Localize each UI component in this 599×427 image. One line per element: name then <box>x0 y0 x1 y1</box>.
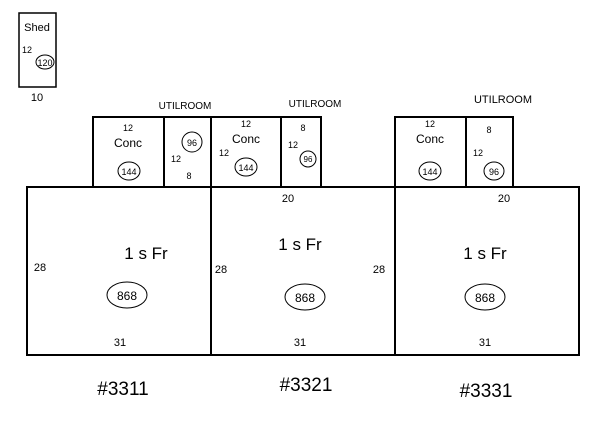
unit-top-dim: 20 <box>498 193 510 205</box>
util-bottom-dim: 8 <box>186 171 191 181</box>
conc-label: Conc <box>416 132 444 146</box>
unit-bottom-dim: 31 <box>114 337 126 349</box>
conc-area: 144 <box>422 167 437 177</box>
main-building <box>26 186 580 356</box>
util-area: 96 <box>489 167 499 177</box>
unit-area: 868 <box>117 289 137 303</box>
conc-area-oval <box>117 161 141 181</box>
conc-top-dim: 12 <box>425 119 435 129</box>
unit-top-dim: 20 <box>282 193 294 205</box>
unit-main-label: 1 s Fr <box>278 235 322 254</box>
unit-main-label: 1 s Fr <box>463 244 507 263</box>
util-label: UTILROOM <box>289 99 342 110</box>
conc-top-dim: 12 <box>123 123 133 133</box>
unit-left-dim: 28 <box>373 264 385 276</box>
unit-left-dim: 28 <box>34 262 46 274</box>
shed-label: Shed <box>24 22 50 34</box>
shed-area: 120 <box>37 58 52 68</box>
unit-id: #3331 <box>460 381 513 402</box>
shed-outline <box>18 12 57 88</box>
unit-id: #3321 <box>280 375 333 396</box>
main-building-outline <box>26 186 580 356</box>
unit-area-oval <box>106 281 148 309</box>
util-side-dim: 12 <box>288 140 298 150</box>
shed: Shed 12 120 10 <box>18 12 57 104</box>
unit-left-dim: 28 <box>215 264 227 276</box>
conc-area: 144 <box>121 167 136 177</box>
util-room <box>280 116 322 188</box>
shed-side-dim: 12 <box>22 45 32 55</box>
unit-3331: 1 s Fr 868 28 20 31 12 Conc 144 UTILROOM… <box>373 94 532 402</box>
util-area-oval <box>181 131 203 153</box>
unit-area: 868 <box>295 291 315 305</box>
unit-bottom-dim: 31 <box>294 337 306 349</box>
unit-id: #3311 <box>97 379 148 400</box>
util-area: 96 <box>304 155 313 164</box>
conc-area: 144 <box>238 163 253 173</box>
unit-main-label: 1 s Fr <box>124 244 168 263</box>
conc-top-dim: 12 <box>241 119 251 129</box>
unit-area: 868 <box>475 291 495 305</box>
util-area-oval <box>299 150 317 168</box>
conc-label: Conc <box>114 136 142 150</box>
conc-area-oval <box>234 157 258 177</box>
util-area-oval <box>483 161 505 181</box>
util-label: UTILROOM <box>474 94 532 106</box>
util-side-dim: 12 <box>171 154 181 164</box>
unit-area-oval <box>284 283 326 311</box>
shed-area-oval <box>35 54 55 70</box>
unit-area-oval <box>464 283 506 311</box>
util-label: UTILROOM <box>159 101 212 112</box>
unit-3321: 1 s Fr 868 28 20 31 12 Conc 12 144 UTILR… <box>210 99 342 396</box>
conc-area-oval <box>418 161 442 181</box>
util-area: 96 <box>187 138 197 148</box>
util-top-dim: 8 <box>300 123 305 133</box>
unit-bottom-dim: 31 <box>479 337 491 349</box>
conc-label: Conc <box>232 132 260 146</box>
util-room <box>465 116 514 188</box>
shed-bottom-dim: 10 <box>31 92 43 104</box>
util-top-dim: 8 <box>486 125 491 135</box>
conc-side-dim: 12 <box>219 148 229 158</box>
util-side-dim: 12 <box>473 148 483 158</box>
unit-3311: 1 s Fr 868 28 31 12 Conc 144 UTILROOM 96… <box>34 101 212 400</box>
